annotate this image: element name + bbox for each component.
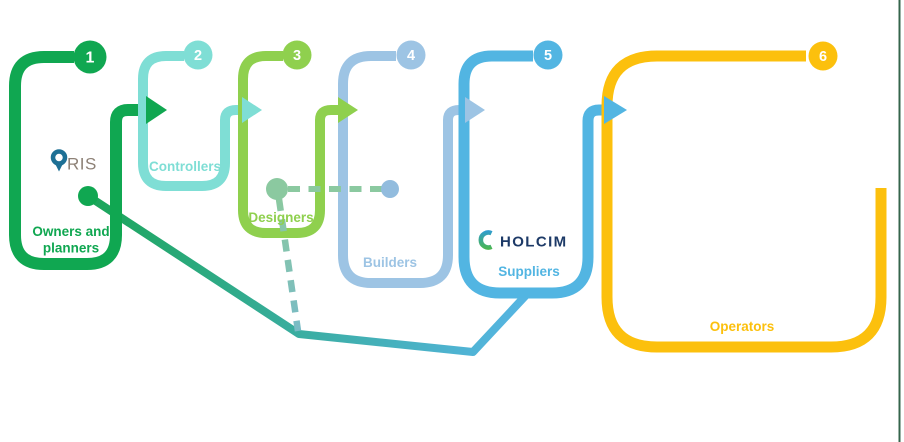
- stage-1-number: 1: [86, 50, 95, 67]
- holcim-logo: HOLCIM: [478, 230, 568, 251]
- stage-4-badge: 4: [396, 40, 426, 70]
- oris-pin-tip: [54, 162, 64, 172]
- stage-3-badge-circle: [282, 40, 312, 70]
- loop-suppliers-path: [458, 50, 604, 299]
- stage-4-number: 4: [407, 48, 415, 64]
- arrow-1-to-2-icon: [146, 96, 167, 124]
- stage-2-badge: 2: [183, 40, 213, 70]
- suppliers-label: Suppliers: [498, 264, 560, 279]
- designers-label: Designers: [248, 210, 313, 225]
- holcim-swirl-icon: [478, 230, 493, 250]
- stage-6-number: 6: [819, 49, 827, 65]
- stage-6-badge: 6: [808, 41, 838, 71]
- oris-logo-text: RIS: [67, 155, 97, 174]
- builders-node-dot: [381, 180, 399, 198]
- loop-designers-path: [238, 51, 338, 238]
- stage-4-badge-circle: [396, 40, 426, 70]
- stage-5-badge-circle: [533, 40, 563, 70]
- owners-label-line2: planners: [43, 241, 99, 256]
- dashed-diagonal-connector: [275, 198, 302, 332]
- stage-5-number: 5: [544, 48, 552, 64]
- svg-text:Owners and: Owners and: [32, 224, 109, 239]
- right-edge-crop-line: [898, 0, 901, 442]
- arrow-3-to-4-icon: [338, 97, 358, 123]
- controllers-label: Controllers: [149, 159, 221, 174]
- stage-1-badge: 1: [73, 40, 107, 74]
- stage-6-badge-circle: [808, 41, 838, 71]
- owners-label: Owners and planners: [32, 224, 109, 256]
- arrow-4-to-5-icon: [465, 97, 485, 123]
- builders-label: Builders: [363, 255, 417, 270]
- oris-logo: RIS: [50, 149, 97, 174]
- stage-5-badge: 5: [533, 40, 563, 70]
- stage-3-number: 3: [293, 48, 301, 64]
- owners-node-dot: [78, 186, 98, 206]
- loop-builders-path: [338, 51, 465, 288]
- loop-controllers-path: [138, 51, 242, 191]
- oris-pin-icon: [50, 149, 68, 166]
- loop-operators-path: [601, 50, 887, 353]
- arrow-2-to-3-icon: [242, 97, 262, 123]
- feedback-flow-line: [85, 192, 532, 356]
- owners-label-line1: Owners and: [32, 224, 109, 239]
- holcim-logo-text: HOLCIM: [500, 234, 568, 251]
- stage-3-badge: 3: [282, 40, 312, 70]
- arrow-5-to-6-icon: [604, 96, 627, 124]
- stage-2-number: 2: [194, 48, 202, 64]
- loop-owners-path: [9, 51, 147, 270]
- stage-2-badge-circle: [183, 40, 213, 70]
- stage-1-badge-circle: [73, 40, 107, 74]
- svg-text:planners: planners: [43, 241, 99, 256]
- designers-node-dot: [266, 178, 288, 200]
- operators-label: Operators: [710, 319, 775, 334]
